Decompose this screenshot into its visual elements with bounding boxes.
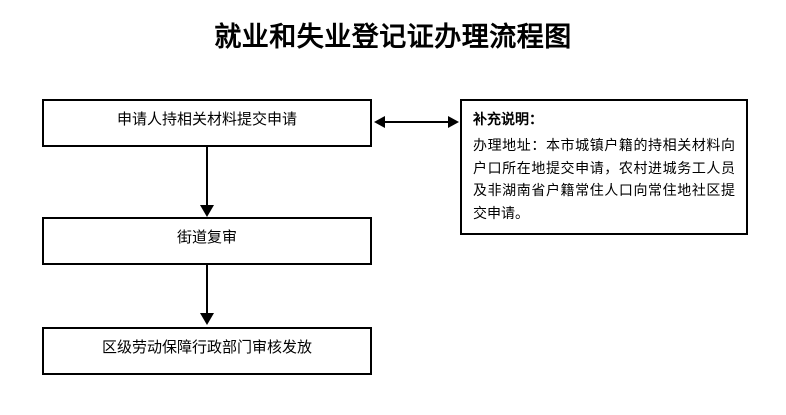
flow-node-district-issue[interactable]: 区级劳动保障行政部门审核发放	[42, 327, 372, 375]
connector-apply-to-note-arrowhead-right	[448, 116, 459, 128]
flow-node-apply-label: 申请人持相关材料提交申请	[116, 110, 297, 128]
flow-node-street-review-label: 街道复审	[176, 228, 237, 246]
connector-street-to-district-arrowhead	[200, 313, 214, 325]
note-box-heading: 补充说明：	[473, 112, 543, 128]
page-title: 就业和失业登记证办理流程图	[214, 22, 572, 53]
note-box-body: 办理地址：本市城镇户籍的持相关材料向户口所在地提交申请，农村进城务工人员及非湖南…	[473, 137, 735, 222]
note-box[interactable]: 补充说明： 办理地址：本市城镇户籍的持相关材料向户口所在地提交申请，农村进城务工…	[460, 99, 748, 235]
flow-node-district-issue-label: 区级劳动保障行政部门审核发放	[101, 338, 312, 356]
connector-street-to-district-line	[206, 265, 208, 315]
connector-apply-to-note-line	[384, 121, 450, 123]
flow-node-street-review[interactable]: 街道复审	[42, 217, 372, 265]
flow-node-apply[interactable]: 申请人持相关材料提交申请	[42, 99, 372, 147]
connector-apply-to-street-line	[206, 147, 208, 207]
connector-apply-to-street-arrowhead	[200, 205, 214, 217]
connector-apply-to-note-arrowhead-left	[374, 116, 385, 128]
